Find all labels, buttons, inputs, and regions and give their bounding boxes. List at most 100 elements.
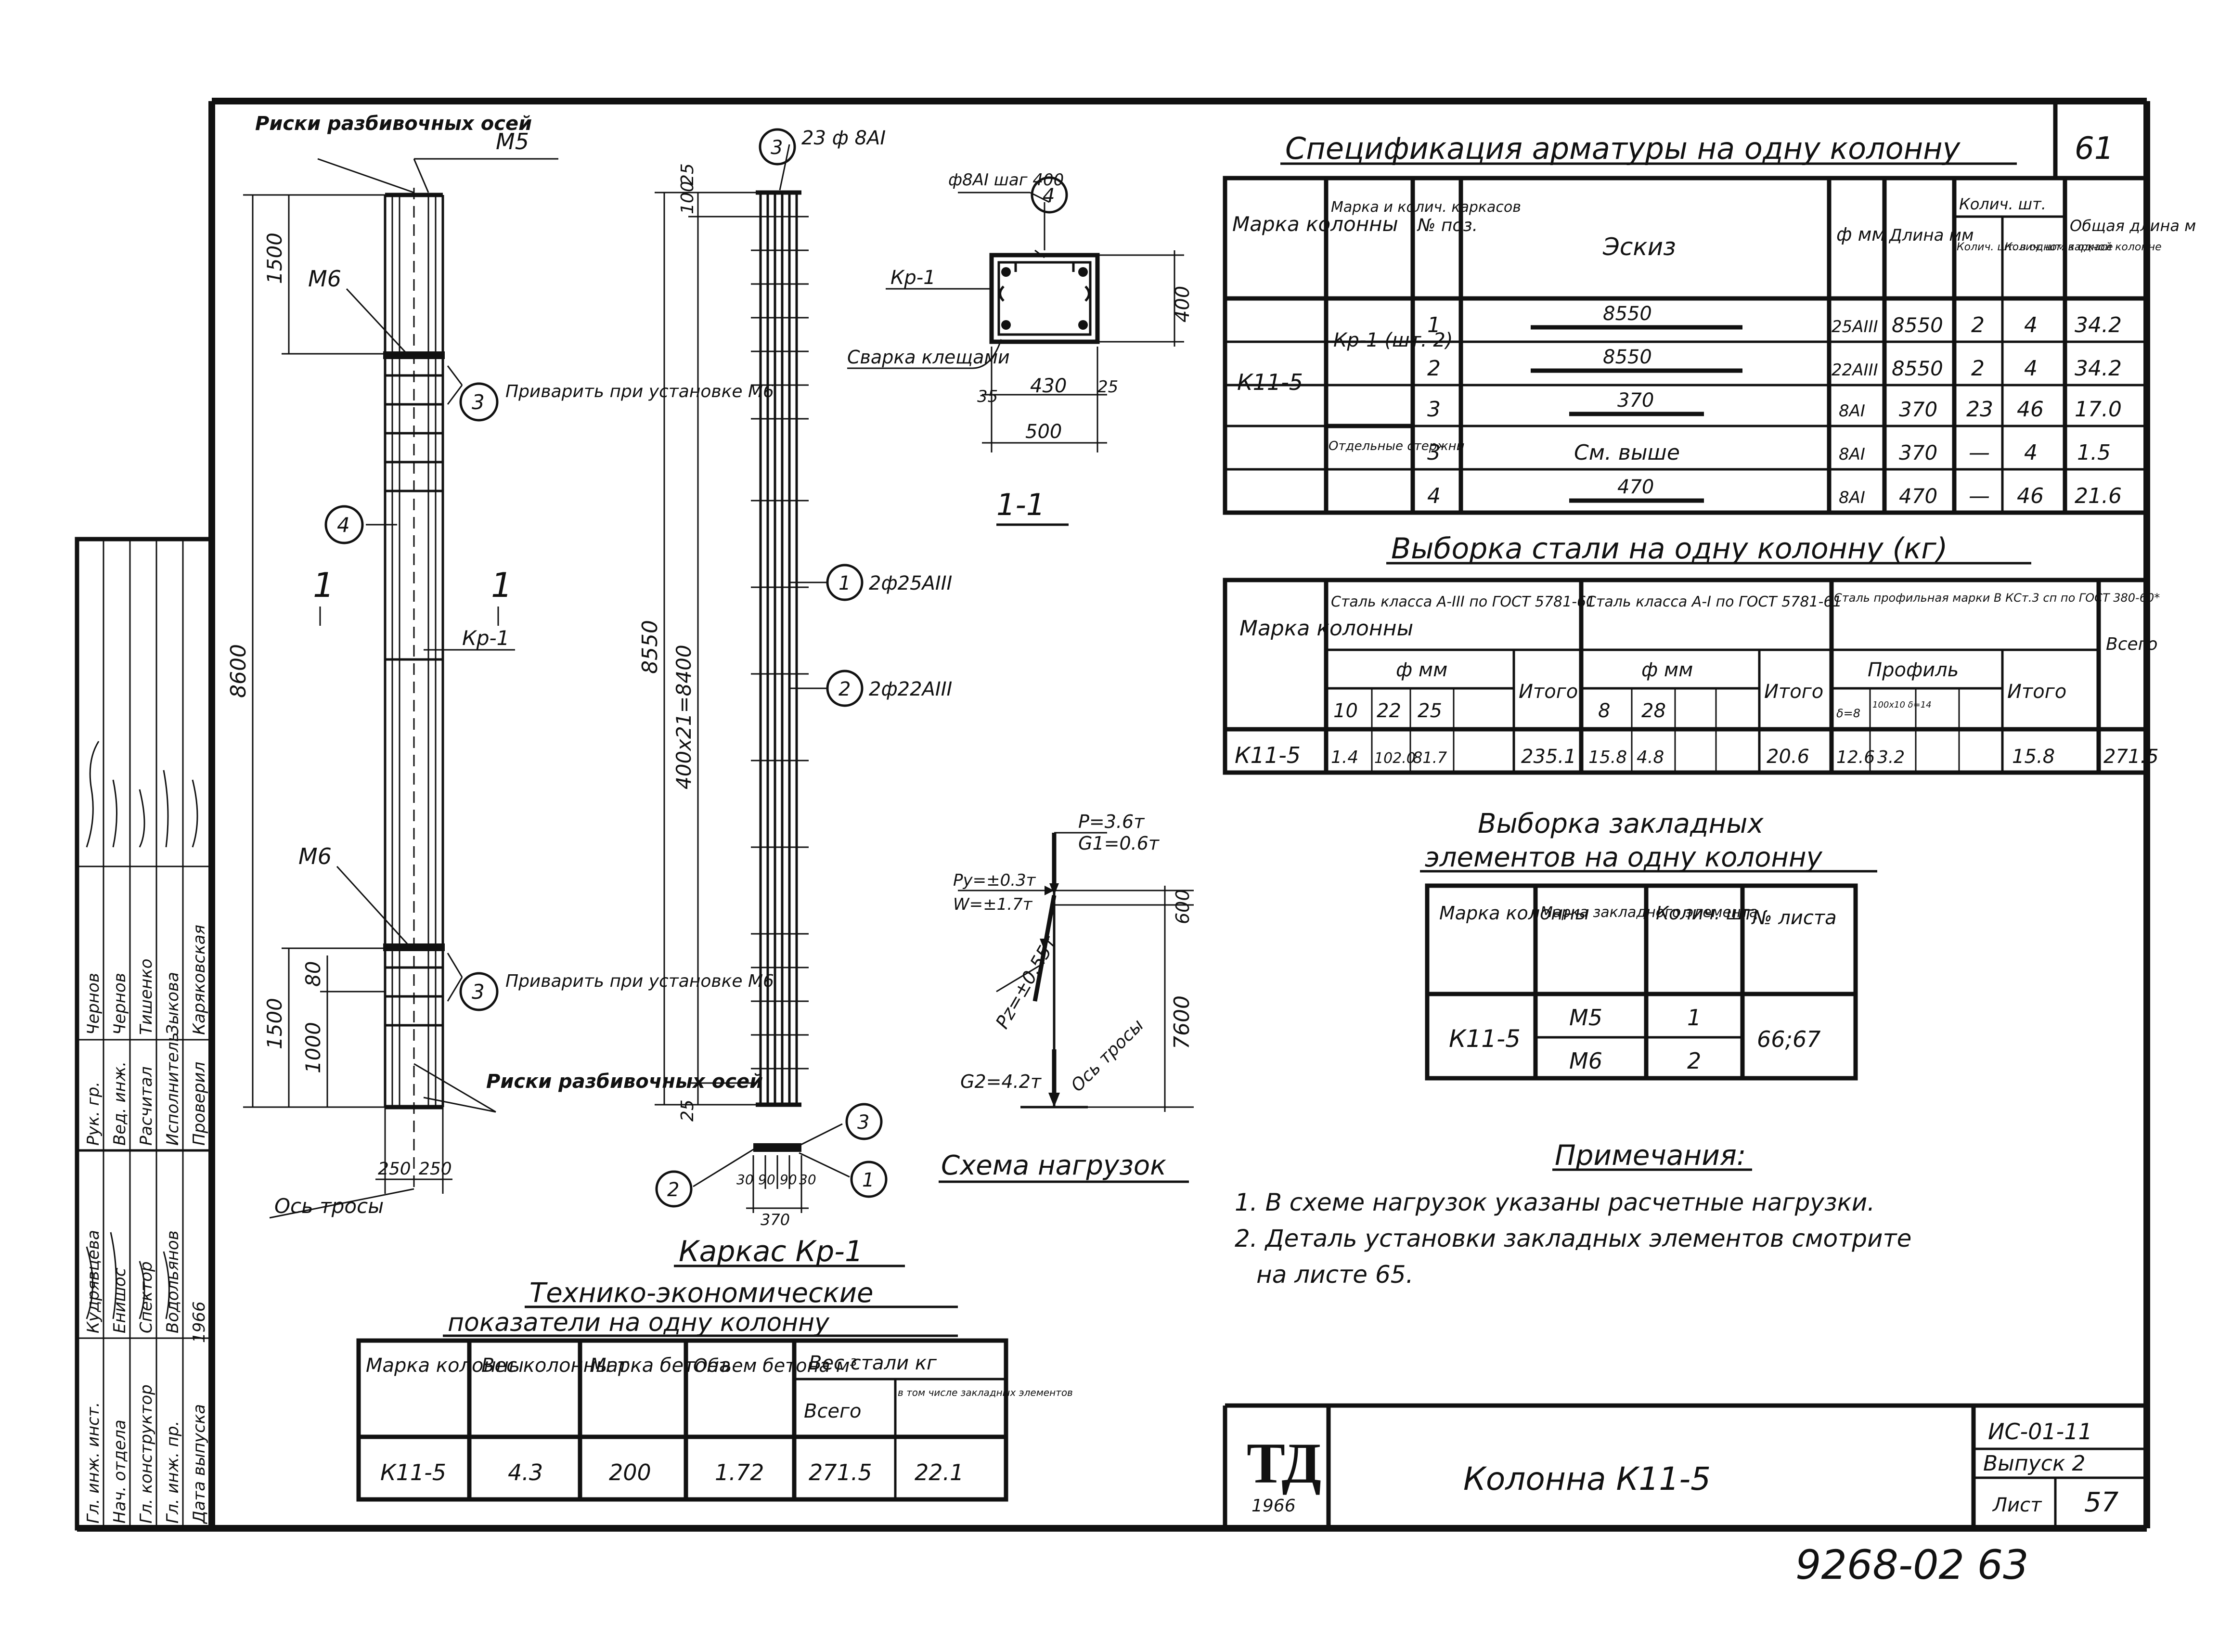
svg-text:235.1: 235.1 <box>1521 746 1576 768</box>
svg-text:К11-5: К11-5 <box>380 1459 446 1485</box>
dim-8600: 8600 <box>226 644 251 698</box>
svg-text:15.8: 15.8 <box>1588 748 1627 767</box>
tech-title-2: показатели на одну колонну <box>448 1308 830 1337</box>
embed-title-1: Выборка закладных <box>1478 808 1764 839</box>
dim-1000: 1000 <box>301 1022 325 1073</box>
steel-sub-prof-2: 100х10 δ=14 <box>1872 700 1932 710</box>
svg-text:3.2: 3.2 <box>1877 748 1905 767</box>
sidebar-name2-3: Спектор <box>137 1261 156 1333</box>
title-block-sheet-number: 57 <box>2084 1487 2119 1518</box>
cage-callout-2-text: 2 <box>839 678 851 700</box>
dim-250-left: 250 <box>378 1159 411 1179</box>
embed-table: Выборка закладных элементов на одну коло… <box>1420 808 1877 1081</box>
sidebar-name-2: Чернов <box>110 973 129 1035</box>
tech-h-volume: Объем бетона м³ <box>693 1355 857 1376</box>
m5-label: М5 <box>496 129 529 155</box>
sidebar-role2-2: Нач. отдела <box>110 1420 129 1523</box>
svg-text:46: 46 <box>2017 484 2044 508</box>
spec-h-n-frame: Колич. шт. в одном каркасе <box>1957 241 2113 253</box>
svg-text:2: 2 <box>1971 356 1985 381</box>
sidebar-role2-5: Дата выпуска <box>190 1404 209 1524</box>
svg-text:22АIII: 22АIII <box>1832 361 1878 380</box>
svg-text:271.5: 271.5 <box>2103 746 2159 768</box>
section-outline <box>989 253 1100 344</box>
notes-title: Примечания: <box>1555 1139 1746 1172</box>
svg-text:20.6: 20.6 <box>1767 746 1809 768</box>
load-dim-7600: 7600 <box>1170 995 1194 1049</box>
tech-h-steel-embed: в том числе закладных элементов <box>898 1387 1073 1398</box>
spec-h-count: Колич. шт. <box>1959 195 2046 213</box>
svg-text:8АI: 8АI <box>1839 488 1865 507</box>
sidebar-name2-2: Енишос <box>110 1267 129 1333</box>
spec-frame-mark: Кр-1 (шт. 2) <box>1333 329 1453 351</box>
load-w: W=±1.7т <box>953 895 1033 914</box>
embed-col-mark: К11-5 <box>1449 1025 1521 1053</box>
load-scheme: P=3.6т G1=0.6т Py=±0.3т W=±1.7т Pz=±0.55… <box>939 811 1194 1183</box>
svg-text:34.2: 34.2 <box>2075 356 2122 381</box>
embed-row-2-elem: М6 <box>1569 1048 1602 1074</box>
title-block-title: Колонна К11-5 <box>1463 1460 1711 1497</box>
section-mark-left: 1 <box>313 566 335 605</box>
notes: Примечания: 1. В схеме нагрузок указаны … <box>1235 1139 1911 1289</box>
cage-callout-2 <box>826 670 864 707</box>
embed-h-elem: Марка закладного элемента <box>1540 904 1758 921</box>
steel-h-dia-a1: ф мм <box>1641 659 1693 681</box>
sidebar-role2-1: Гл. инж. инст. <box>84 1402 103 1524</box>
svg-text:2: 2 <box>1427 356 1441 381</box>
svg-text:271.5: 271.5 <box>809 1459 872 1485</box>
cage-top-note: 23 ф 8АI <box>801 127 886 149</box>
steel-h-dia-a3: ф мм <box>1396 659 1447 681</box>
notes-line-3: на листе 65. <box>1256 1261 1413 1289</box>
sidebar-role-4: Исполнитель <box>163 1032 182 1146</box>
tech-h-steel-total: Всего <box>804 1400 862 1422</box>
svg-text:—: — <box>1969 484 1990 508</box>
load-dim-600: 600 <box>1172 889 1193 924</box>
sidebar-role-3: Расчитал <box>137 1066 156 1146</box>
dim-250-right: 250 <box>419 1159 452 1179</box>
kr-label-elevation: Кр-1 <box>462 626 509 650</box>
svg-text:8550: 8550 <box>1603 346 1652 368</box>
cage-dim-8400: 400х21=8400 <box>672 645 696 789</box>
steel-sub-a1-1: 8 <box>1598 700 1610 722</box>
steel-h-profile: Профиль <box>1868 659 1959 681</box>
cage-bottom-callout-3 <box>845 1103 883 1140</box>
cage-bottom-callout-2-text: 2 <box>667 1179 679 1201</box>
svg-text:23: 23 <box>1966 397 1993 422</box>
tech-h-mark: Марка колонны <box>366 1355 524 1377</box>
cage-bottom-callout-2 <box>655 1170 693 1208</box>
cage-callout-1 <box>826 564 864 601</box>
cage-bottom-callout-1 <box>850 1161 888 1198</box>
section-kr-label: Кр-1 <box>890 267 936 289</box>
svg-text:1.4: 1.4 <box>1331 748 1358 767</box>
svg-text:—: — <box>1969 440 1990 465</box>
steel-h-a1: Сталь класса А-I по ГОСТ 5781-61 <box>1586 594 1842 610</box>
sidebar-signatures: Рук. гр. Вед. инж. Расчитал Исполнитель … <box>75 537 214 1531</box>
steel-h-itogo-a1: Итого <box>1764 681 1823 703</box>
callout-3-bottom <box>459 972 499 1011</box>
section-dim-35: 35 <box>977 387 998 406</box>
title-block-sheet-label: Лист <box>1992 1494 2042 1516</box>
dim-1500-bottom: 1500 <box>263 998 286 1049</box>
embed-sheets: 66;67 <box>1757 1026 1821 1052</box>
sidebar-role-1: Рук. гр. <box>84 1082 103 1146</box>
cage-dim-25-top: 25 <box>678 163 697 185</box>
column-elevation: Риски разбивочных осей М5 М6 М6 3 Привар… <box>226 113 774 1219</box>
svg-text:3: 3 <box>1427 397 1441 422</box>
svg-text:4: 4 <box>1427 484 1441 508</box>
cage-bottom-callout-3-text: 3 <box>857 1111 869 1134</box>
cage-bottom-callout-1-text: 1 <box>862 1169 874 1191</box>
dim-80: 80 <box>301 961 325 987</box>
cage-bottom-dim-90a: 90 <box>758 1172 775 1187</box>
load-g2: G2=4.2т <box>960 1071 1042 1092</box>
callout-3-top <box>459 382 499 422</box>
svg-text:8АI: 8АI <box>1839 401 1865 421</box>
embed-h-sheet: № листа <box>1751 907 1837 929</box>
stamp-number: 9268-02 63 <box>1795 1541 2029 1588</box>
spec-h-len: Длина мм <box>1888 226 1974 245</box>
callout-4 <box>324 505 364 544</box>
svg-text:4: 4 <box>2024 440 2038 465</box>
cage-kr1: 3 23 ф 8АI 1 2ф25АIII 2 2ф22АIII 100 25 … <box>638 127 952 1268</box>
steel-title: Выборка стали на одну колонну (кг) <box>1391 532 1948 566</box>
load-p: P=3.6т <box>1078 811 1145 832</box>
cage-dim-100: 100 <box>678 181 697 214</box>
